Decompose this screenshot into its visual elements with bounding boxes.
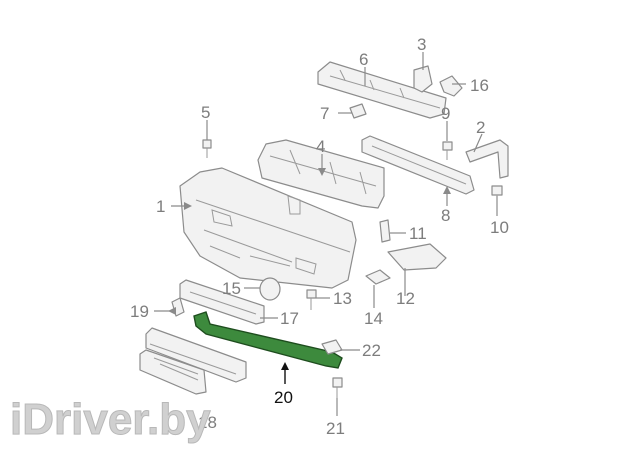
callout-21: 21 [326,419,345,438]
callout-2: 2 [476,118,485,137]
part-20-air-deflector [193,311,343,369]
part-3-bracket [413,65,433,93]
callout-9: 9 [441,104,450,123]
callout-12: 12 [396,289,415,308]
part-12-side-bracket [387,243,447,271]
callout-19: 19 [130,302,149,321]
callout-10: 10 [490,218,509,237]
callout-1: 1 [156,197,165,216]
part-15-fog-cap [259,277,281,301]
part-13-bolt [306,289,317,310]
callout-labels: 1 2 3 4 5 6 7 8 9 10 11 12 13 14 15 16 1… [130,35,509,438]
part-7-bolt [349,103,367,119]
callout-5: 5 [201,103,210,122]
part-16-clip [439,75,463,97]
callout-6: 6 [359,50,368,69]
part-2-bracket [465,139,509,179]
callout-8: 8 [441,206,450,225]
part-14-clip [365,269,391,285]
part-11-bracket [379,219,391,243]
part-5-pin [202,139,212,158]
callout-20: 20 [274,388,293,407]
callout-14: 14 [364,309,383,328]
part-1-bumper-cover [179,167,357,289]
watermark: iDriver.by [10,395,211,444]
callout-7: 7 [320,104,329,123]
part-6-upper-bar [317,61,447,119]
callout-15: 15 [222,279,241,298]
callout-3: 3 [417,35,426,54]
part-9-bolt [442,141,453,160]
callout-4: 4 [316,137,325,156]
callout-17: 17 [280,309,299,328]
callout-22: 22 [362,341,381,360]
callout-11: 11 [409,224,427,243]
callout-18: 18 [198,413,217,432]
callout-13: 13 [333,289,352,308]
part-18-grille [139,327,247,395]
part-8-reinforcement [361,135,475,195]
leader-arrows [168,168,451,370]
part-21-bolt [332,377,343,400]
callout-16: 16 [470,76,489,95]
